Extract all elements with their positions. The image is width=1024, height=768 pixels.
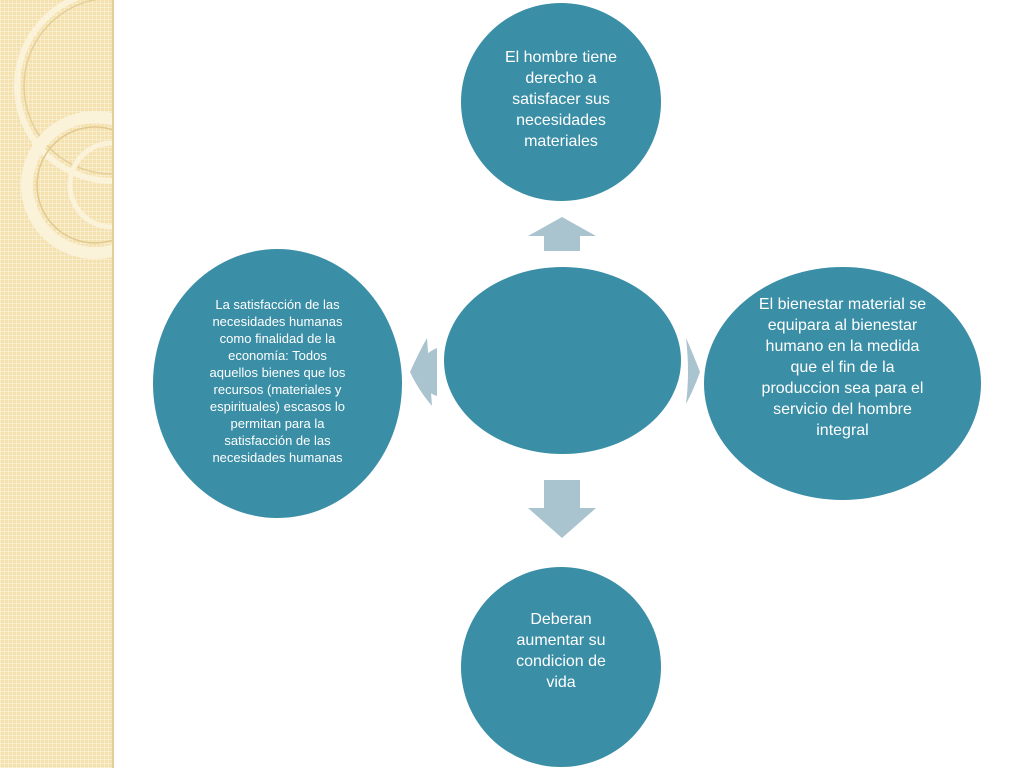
- node-center: [444, 267, 681, 454]
- node-top-derecho: El hombre tiene derecho a satisfacer sus…: [461, 3, 661, 201]
- arrow-right: [686, 338, 700, 404]
- node-bottom-condicion: Deberan aumentar su condicion de vida: [461, 567, 661, 767]
- arrow-up: [528, 217, 596, 251]
- node-right-bienestar: El bienestar material se equipara al bie…: [704, 267, 981, 500]
- node-bottom-text: Deberan aumentar su condicion de vida: [516, 611, 606, 691]
- sidebar-edge: [112, 0, 114, 768]
- node-left-satisfaccion: La satisfacción de las necesidades human…: [153, 249, 402, 518]
- arrow-down: [528, 480, 596, 538]
- node-right-text: El bienestar material se equipara al bie…: [758, 295, 927, 439]
- decorative-sidebar: [0, 0, 113, 768]
- node-left-text: La satisfacción de las necesidades human…: [209, 296, 346, 465]
- arrow-left: [410, 338, 437, 406]
- ring-middle: [21, 111, 113, 259]
- ring-middle-inner: [36, 126, 113, 244]
- node-top-text: El hombre tiene derecho a satisfacer sus…: [504, 48, 618, 150]
